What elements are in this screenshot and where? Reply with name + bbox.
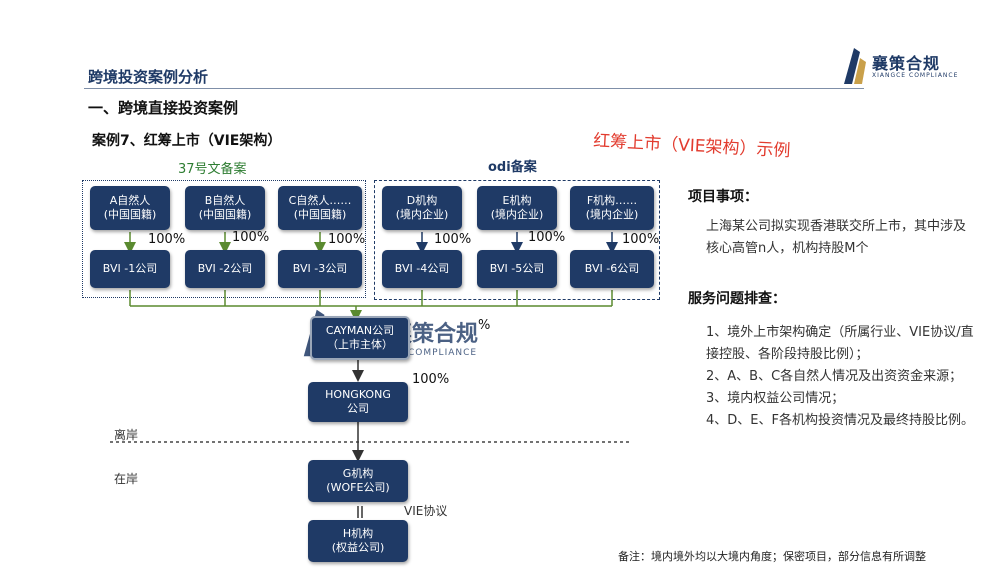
wofe-box: G机构 (WOFE公司) <box>308 460 408 502</box>
service-item: 2、A、B、C各自然人情况及出资资金来源； <box>706 369 963 384</box>
case-title: 案例7、红筹上市（VIE架构） <box>92 133 282 149</box>
brand-logo: 襄策合规 XIANGCE COMPLIANCE <box>838 44 968 90</box>
person-box-c: C自然人…… (中国国籍) <box>278 186 362 230</box>
pct-label-6: 100% <box>622 232 660 247</box>
service-item: 4、D、E、F各机构投资情况及最终持股比例。 <box>706 413 974 428</box>
bvi-box-4: BVI -4公司 <box>382 250 462 288</box>
logo-mark-icon <box>844 48 866 84</box>
person-box-b: B自然人 (中国国籍) <box>185 186 265 230</box>
service-heading: 服务问题排查： <box>688 291 786 307</box>
matter-text: 上海某公司拟实现香港联交所上市，其中涉及核心高管n人，机构持股M个 <box>706 219 967 256</box>
offshore-label: 离岸 <box>114 428 139 442</box>
bvi-box-3: BVI -3公司 <box>278 250 362 288</box>
pct-label-3: 100% <box>328 232 366 247</box>
pct-label-2: 100% <box>232 230 270 245</box>
hongkong-pct-label: 100% <box>412 372 450 387</box>
logo-text-cn: 襄策合规 <box>872 54 941 73</box>
service-item: 3、境内权益公司情况； <box>706 391 845 406</box>
bvi-box-1: BVI -1公司 <box>90 250 170 288</box>
service-item: 1、境外上市架构确定（所属行业、VIE协议/直接控股、各阶段持股比例）； <box>706 325 974 362</box>
header-divider <box>84 88 864 89</box>
cayman-pct-label: % <box>478 318 491 333</box>
cayman-box: CAYMAN公司 （上市主体） <box>310 316 410 360</box>
hongkong-box: HONGKONG 公司 <box>308 382 408 422</box>
section-heading: 一、跨境直接投资案例 <box>88 99 239 117</box>
watermark-text-en: COMPLIANCE <box>408 348 478 358</box>
group-odi-label: odi备案 <box>488 160 537 175</box>
matter-heading: 项目事项： <box>688 189 758 205</box>
group-37-box <box>82 180 366 298</box>
page-section-title: 跨境投资案例分析 <box>88 68 209 86</box>
logo-text-en: XIANGCE COMPLIANCE <box>872 72 959 79</box>
org-box-e: E机构 (境内企业) <box>477 186 557 230</box>
org-box-d: D机构 (境内企业) <box>382 186 462 230</box>
service-list: 1、境外上市架构确定（所属行业、VIE协议/直接控股、各阶段持股比例）； 2、A… <box>706 322 974 432</box>
pct-label-5: 100% <box>528 230 566 245</box>
org-box-f: F机构…… (境内企业) <box>570 186 654 230</box>
pct-label-1: 100% <box>148 232 186 247</box>
bvi-box-2: BVI -2公司 <box>185 250 265 288</box>
vie-protocol-label: VIE协议 <box>404 504 448 518</box>
onshore-label: 在岸 <box>114 472 139 486</box>
bvi-box-5: BVI -5公司 <box>477 250 557 288</box>
h-entity-box: H机构 (权益公司) <box>308 520 408 562</box>
footer-note: 备注：境内境外均以大境内角度；保密项目，部分信息有所调整 <box>618 550 926 563</box>
pct-label-4: 100% <box>434 232 472 247</box>
group-37-label: 37号文备案 <box>178 162 247 177</box>
bvi-box-6: BVI -6公司 <box>570 250 654 288</box>
person-box-a: A自然人 (中国国籍) <box>90 186 170 230</box>
